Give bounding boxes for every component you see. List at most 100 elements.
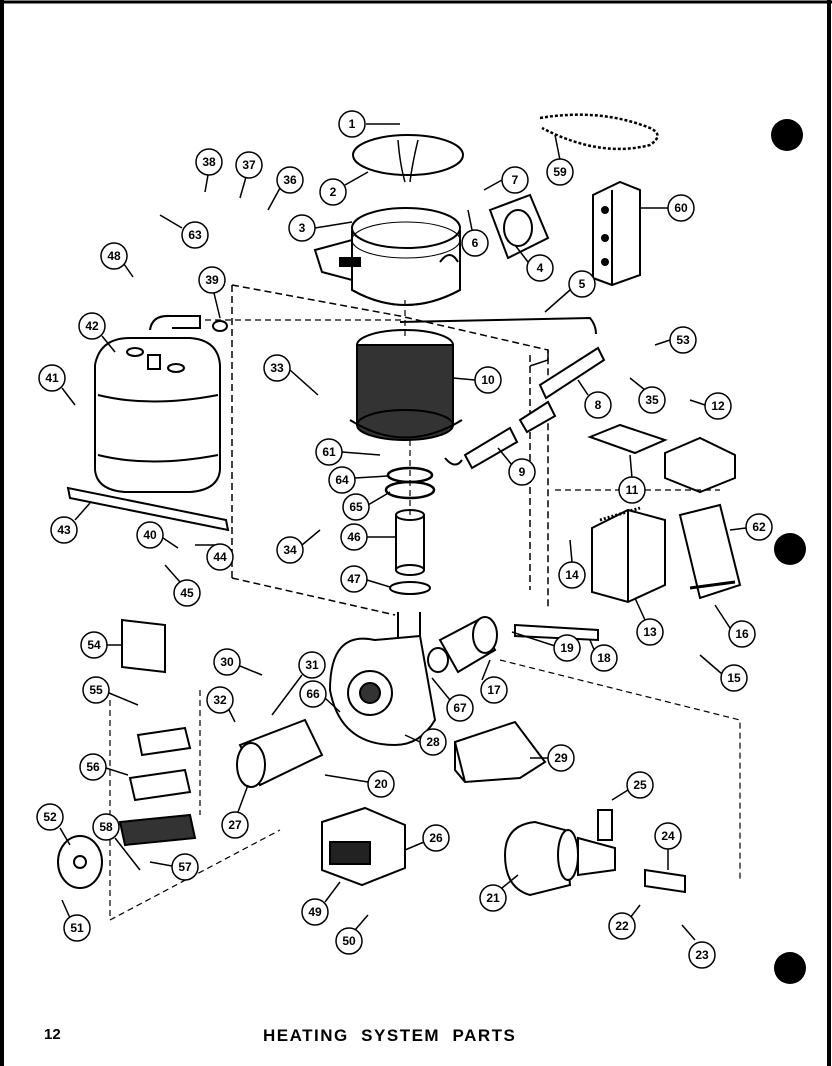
callout-19: 19 (511, 631, 581, 662)
svg-text:45: 45 (180, 586, 194, 600)
svg-text:59: 59 (553, 165, 567, 179)
callout-51: 51 (61, 899, 91, 942)
callout-43: 43 (50, 502, 91, 544)
svg-text:62: 62 (752, 520, 766, 534)
callout-29: 29 (530, 744, 575, 772)
burner-tube (389, 509, 431, 641)
callout-34: 34 (276, 529, 321, 564)
fuel-tank (94, 314, 228, 493)
svg-text:30: 30 (220, 655, 234, 669)
svg-text:43: 43 (57, 523, 71, 537)
callout-38: 38 (195, 148, 223, 193)
svg-text:13: 13 (643, 625, 657, 639)
transformer (321, 806, 406, 887)
relay-cover (587, 423, 736, 494)
callout-32: 32 (206, 686, 236, 723)
callout-58: 58 (92, 813, 141, 871)
panel-plates (118, 618, 197, 847)
svg-text:12: 12 (711, 399, 725, 413)
svg-text:7: 7 (512, 173, 519, 187)
svg-text:48: 48 (107, 249, 121, 263)
svg-text:60: 60 (674, 201, 688, 215)
binder-hole-icon (771, 119, 803, 151)
svg-text:31: 31 (305, 658, 319, 672)
callout-59: 59 (546, 134, 574, 186)
binder-hole-icon (774, 533, 806, 565)
callout-24: 24 (654, 822, 682, 870)
exhaust-pipe (399, 316, 597, 335)
callout-63: 63 (159, 214, 209, 249)
callout-27: 27 (221, 784, 249, 839)
svg-text:67: 67 (453, 701, 467, 715)
svg-text:52: 52 (43, 810, 57, 824)
callout-41: 41 (38, 364, 76, 406)
callout-26: 26 (404, 824, 450, 852)
callout-33: 33 (263, 354, 319, 396)
svg-text:33: 33 (270, 361, 284, 375)
callout-4: 4 (514, 244, 554, 282)
circuit-board (678, 503, 742, 600)
callout-12: 12 (689, 392, 732, 420)
svg-text:1: 1 (349, 117, 356, 131)
callout-65: 65 (342, 491, 391, 521)
callout-46: 46 (340, 523, 396, 551)
callout-13: 13 (634, 597, 664, 646)
callout-50: 50 (335, 914, 369, 955)
svg-text:32: 32 (213, 693, 227, 707)
callout-64: 64 (328, 466, 389, 494)
svg-text:34: 34 (283, 543, 297, 557)
svg-text:23: 23 (695, 948, 709, 962)
svg-text:4: 4 (537, 261, 544, 275)
chassis-frame (231, 284, 549, 616)
svg-text:2: 2 (330, 185, 337, 199)
callout-22: 22 (608, 904, 641, 940)
callout-52: 52 (36, 803, 71, 846)
svg-text:19: 19 (560, 641, 574, 655)
svg-text:16: 16 (735, 627, 749, 641)
svg-text:15: 15 (727, 671, 741, 685)
callout-40: 40 (136, 521, 179, 549)
callout-11: 11 (618, 454, 646, 504)
page-title: HEATING SYSTEM PARTS (263, 1026, 517, 1045)
callout-23: 23 (681, 924, 716, 969)
svg-text:14: 14 (565, 568, 579, 582)
callout-61: 61 (315, 438, 381, 466)
page-number: 12 (44, 1026, 61, 1043)
svg-text:64: 64 (335, 473, 349, 487)
ignition-cylinder (236, 718, 324, 788)
svg-text:11: 11 (626, 483, 639, 497)
callout-47: 47 (340, 565, 391, 593)
pump-motor (503, 809, 616, 897)
svg-text:44: 44 (213, 550, 227, 564)
heat-exchanger (313, 134, 464, 306)
svg-text:40: 40 (143, 528, 157, 542)
callout-8: 8 (577, 379, 612, 419)
svg-text:35: 35 (645, 393, 659, 407)
svg-text:37: 37 (242, 158, 256, 172)
svg-text:50: 50 (342, 934, 356, 948)
combustion-chamber (349, 329, 463, 441)
svg-text:27: 27 (228, 818, 242, 832)
callout-39: 39 (198, 266, 226, 319)
svg-text:65: 65 (349, 500, 363, 514)
svg-text:61: 61 (322, 445, 336, 459)
callout-9: 9 (497, 447, 536, 486)
callout-55: 55 (82, 676, 139, 706)
callout-25: 25 (611, 771, 654, 801)
svg-text:25: 25 (633, 778, 647, 792)
svg-text:57: 57 (178, 860, 192, 874)
callout-48: 48 (100, 242, 134, 278)
svg-text:17: 17 (487, 683, 501, 697)
callouts: 1 2 3 4 5 6 7 8 9 10 11 12 13 14 15 16 1… (36, 110, 773, 969)
callout-44: 44 (195, 543, 234, 571)
callout-1: 1 (338, 110, 400, 138)
blower-cover (454, 720, 547, 784)
callout-49: 49 (301, 881, 341, 926)
svg-text:8: 8 (595, 398, 602, 412)
callout-62: 62 (729, 513, 773, 541)
callout-10: 10 (452, 366, 502, 394)
callout-30: 30 (213, 648, 263, 676)
callout-45: 45 (164, 564, 201, 607)
svg-text:5: 5 (579, 277, 586, 291)
